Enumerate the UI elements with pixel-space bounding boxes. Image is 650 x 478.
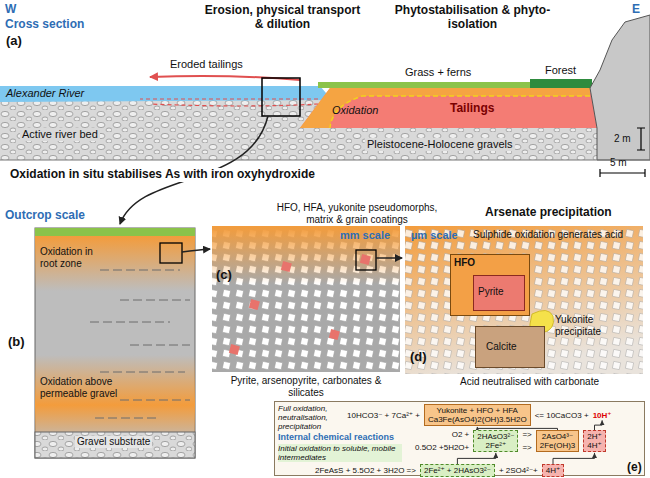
label-text: Yukonite precipitate <box>555 314 637 337</box>
outcrop-panel: Outcrop scaleOxidation in root zoneOxida… <box>35 228 195 458</box>
formula-text: Ca3Fe(AsO4)2(OH)3.5H2O <box>428 415 527 424</box>
formula-text: 2H⁺ <box>587 432 601 441</box>
formula-text: 2Fe(OH)3 <box>540 441 576 450</box>
grain-scale <box>212 226 402 372</box>
pyrite-grain: Pyrite <box>473 275 525 311</box>
label-text: W <box>5 3 16 17</box>
panel-letter: (d) <box>410 350 427 365</box>
reaction-arrow <box>457 453 495 464</box>
equation-column: => => <box>522 430 531 452</box>
reaction-box: 2H⁺4H⁺ <box>583 430 605 452</box>
label-text: 5 m <box>610 157 627 169</box>
label-text: HFO <box>454 257 475 269</box>
reaction-box: 2HAsO3²⁻2Fe²⁺ <box>473 430 518 452</box>
formula-text: 10H⁺ <box>593 411 612 420</box>
label-text: 2 m <box>614 133 631 145</box>
label-text: mm scale <box>340 229 390 242</box>
formula-text: 2AsO4³⁻ <box>540 432 576 441</box>
label-text: Tailings <box>450 102 494 116</box>
panel-letter: (c) <box>216 268 232 283</box>
equation-row: O2 + 0.5O2 +5H2O+ 2HAsO3²⁻2Fe²⁺ => => 2AsO4³⁻… <box>415 430 606 452</box>
formula-text: O2 + <box>452 430 470 439</box>
panel-letter: (b) <box>8 335 25 350</box>
formula-text: <= 10CaCO3 + <box>535 411 589 420</box>
calcite-grain: Calcite <box>475 326 545 368</box>
formula-text: 2Fe²⁺ + 2HAsO3²⁻ <box>424 466 491 475</box>
label-text: HFO, HFA, yukonite pseudomorphs, matrix … <box>262 202 452 225</box>
cross-section <box>0 15 650 224</box>
label-text: Sulphide oxidation generates acid <box>473 229 623 241</box>
label-text: Pyrite <box>478 286 504 298</box>
formula-text: 10HCO3⁻ + 7Ca²⁺ + <box>347 411 420 420</box>
equation-column: O2 + 0.5O2 +5H2O+ <box>415 430 469 452</box>
label-text: Gravel substrate <box>75 436 152 448</box>
leader-arrow <box>595 420 603 430</box>
formula-text: 4H⁺ <box>546 466 560 475</box>
label-text: Internal chemical reactions <box>278 432 394 442</box>
panel-letter: (e) <box>627 461 642 475</box>
label-text: Arsenate precipitation <box>485 206 612 220</box>
outcrop-column <box>35 228 210 458</box>
equation-row: 10HCO3⁻ + 7Ca²⁺ + Yukonite + HFO + HFACa3… <box>347 404 612 426</box>
reaction-arrow <box>553 453 595 464</box>
formula-text: => <box>522 430 531 439</box>
micro-panel: Arsenate precipitationµm scaleSulphide o… <box>405 226 643 374</box>
panel-letter: (a) <box>6 34 22 49</box>
label-text: Grass + ferns <box>405 66 471 79</box>
label-text: Eroded tailings <box>170 58 243 71</box>
label-text: Oxidation in situ stabilises As with iro… <box>8 168 317 182</box>
label-text: E <box>632 3 640 17</box>
reaction-panel: Full oxidation, neutralisation, precipit… <box>274 401 645 476</box>
label-text: Initial oxidation to soluble, mobile int… <box>278 444 402 462</box>
label-text: Acid neutralised with carbonate <box>460 376 599 388</box>
reaction-box: 2AsO4³⁻2Fe(OH)3 <box>536 430 580 452</box>
label-text: Pyrite, arsenopyrite, carbonates & silic… <box>216 375 396 398</box>
formula-text: => <box>522 443 531 452</box>
reaction-box: 2Fe²⁺ + 2HAsO3²⁻ <box>420 464 495 477</box>
label-text: µm scale <box>411 229 458 242</box>
formula-text: + 2SO4²⁻+ <box>499 466 538 475</box>
reaction-box: Yukonite + HFO + HFACa3Fe(AsO4)2(OH)3.5H… <box>424 404 531 426</box>
label-text: Outcrop scale <box>5 209 85 223</box>
label-text: Calcite <box>486 341 517 353</box>
label-text: Phytostabilisation & phyto-isolation <box>390 4 555 32</box>
label-text: Forest <box>545 64 576 77</box>
formula-text: 2Fe²⁺ <box>477 441 514 450</box>
label-text: Oxidation above permeable gravel <box>40 376 120 399</box>
grain-panel: mm scaleHFO, HFA, yukonite pseudomorphs,… <box>212 226 400 372</box>
label-text: Oxidation <box>332 104 378 117</box>
label-text: Active river bed <box>20 128 100 141</box>
reaction-box: 4H⁺ <box>542 464 564 477</box>
label-text: Erosion, physical transport & dilution <box>200 4 365 32</box>
formula-text: 4H⁺ <box>587 441 601 450</box>
label-text: Full oxidation, neutralisation, precipit… <box>278 404 344 432</box>
label-text: Pleistocene-Holocene gravels <box>365 138 515 151</box>
formula-text: 0.5O2 +5H2O+ <box>415 443 469 452</box>
hfo-coating: HFO Pyrite <box>450 254 530 316</box>
label-text: Alexander River <box>6 87 84 100</box>
formula-text: Yukonite + HFO + HFA <box>428 406 527 415</box>
label-text: Cross section <box>5 18 84 32</box>
equation-row: 2FeAsS + 5.5O2 + 3H2O => 2Fe²⁺ + 2HAsO3²⁻… <box>315 464 564 477</box>
label-text: Oxidation in root zone <box>40 246 102 269</box>
formula-text: 2HAsO3²⁻ <box>477 432 514 441</box>
micro-scale <box>405 226 643 374</box>
formula-text: 2FeAsS + 5.5O2 + 3H2O => <box>315 466 416 475</box>
